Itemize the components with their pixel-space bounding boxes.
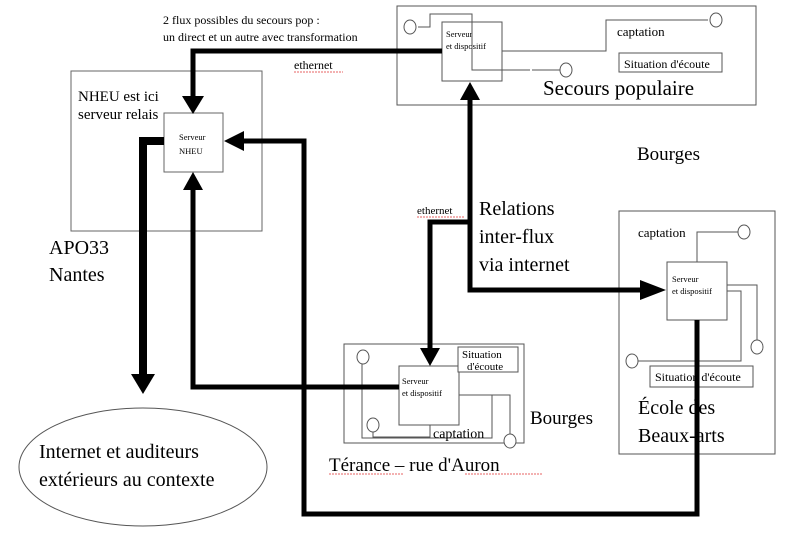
ecole-server-line2: et dispositif <box>672 286 712 296</box>
ecole-mic-left <box>625 353 639 369</box>
ecole-mic-top <box>737 224 751 240</box>
internet-ellipse <box>18 407 268 527</box>
arrowhead-to-terance <box>420 348 440 366</box>
ecole-listening-box <box>649 365 754 388</box>
terance-mic-right <box>503 433 517 449</box>
secours-wire-left-mic <box>418 13 530 71</box>
flow-terance-to-nheu <box>190 190 399 390</box>
terance-name: Térance – rue d'Auron <box>329 455 500 476</box>
secours-frame <box>396 5 757 106</box>
secours-listening: Situation d'écoute <box>624 57 710 71</box>
ecole-wire-right-mic <box>727 284 758 340</box>
relations-line3: via internet <box>479 254 570 276</box>
nheu-server-box[interactable] <box>163 112 224 173</box>
secours-mic-left <box>403 19 417 35</box>
nheu-place-line2: Nantes <box>49 264 105 286</box>
nheu-frame <box>70 70 263 232</box>
bourges-label-bottom: Bourges <box>530 408 593 429</box>
ecole-wire-left-mic <box>638 290 742 362</box>
nheu-place-line1: APO33 <box>49 237 109 259</box>
terance-server-box[interactable] <box>398 365 460 426</box>
ecole-name-line1: École des <box>638 396 715 419</box>
terance-frame <box>343 343 525 444</box>
ecole-name-line2: Beaux-arts <box>638 425 725 447</box>
terance-server-line2: et dispositif <box>402 388 442 398</box>
nheu-server-line2: NHEU <box>179 146 203 156</box>
ecole-server-line1: Serveur <box>672 274 699 284</box>
ecole-captation: captation <box>638 225 686 240</box>
flow-relations-trunk <box>467 100 640 293</box>
arrowhead-to-secours <box>460 82 480 100</box>
relations-line1: Relations <box>479 198 555 220</box>
flow-relations-to-terance <box>427 219 470 350</box>
ecole-wire-captation <box>696 231 738 262</box>
secours-mic-bottom <box>559 62 573 78</box>
ethernet-label-top: ethernet <box>294 58 333 72</box>
secours-listening-box <box>618 52 723 73</box>
arrowhead-ecole-to-nheu <box>224 131 244 151</box>
title-note-line2: un direct et un autre avec transformatio… <box>163 30 358 44</box>
nheu-note-line2: serveur relais <box>78 107 159 123</box>
terance-wire-captation <box>372 425 431 438</box>
internet-line2: extérieurs au contexte <box>39 469 215 491</box>
terance-listening-box <box>457 346 519 373</box>
terance-listening-line2: d'écoute <box>467 361 503 373</box>
nheu-note-line1: NHEU est ici <box>78 89 159 105</box>
secours-captation: captation <box>617 24 665 39</box>
arrowhead-secours-to-nheu <box>182 96 204 114</box>
flow-nheu-to-internet <box>139 137 164 380</box>
secours-server-line2: et dispositif <box>446 41 486 51</box>
secours-name: Secours populaire <box>543 76 694 100</box>
ecole-mic-right <box>750 339 764 355</box>
arrowhead-terance-to-nheu <box>183 172 203 190</box>
ethernet-label-mid: ethernet <box>417 205 452 217</box>
internet-line1: Internet et auditeurs <box>39 441 199 463</box>
terance-captation: captation <box>433 427 484 442</box>
nheu-server-line1: Serveur <box>179 132 206 142</box>
terance-listening-line1: Situation <box>462 349 502 361</box>
arrowhead-to-ecole <box>640 280 666 300</box>
terance-mic-bottom <box>366 417 380 433</box>
flow-ecole-to-nheu <box>244 138 700 517</box>
terance-mic-left <box>356 349 370 365</box>
bourges-label-top: Bourges <box>637 144 700 165</box>
terance-server-line1: Serveur <box>402 376 429 386</box>
title-note-line1: 2 flux possibles du secours pop : <box>163 13 320 27</box>
secours-server-line1: Serveur <box>446 29 473 39</box>
flow-secours-to-nheu <box>188 48 442 107</box>
terance-wire-right-mic <box>492 394 511 435</box>
arrowhead-nheu-to-internet <box>131 374 155 394</box>
relations-line2: inter-flux <box>479 226 554 248</box>
secours-mic-right <box>709 12 723 28</box>
terance-wire-left-mic <box>361 362 493 439</box>
secours-wire-right-mic <box>502 19 708 52</box>
